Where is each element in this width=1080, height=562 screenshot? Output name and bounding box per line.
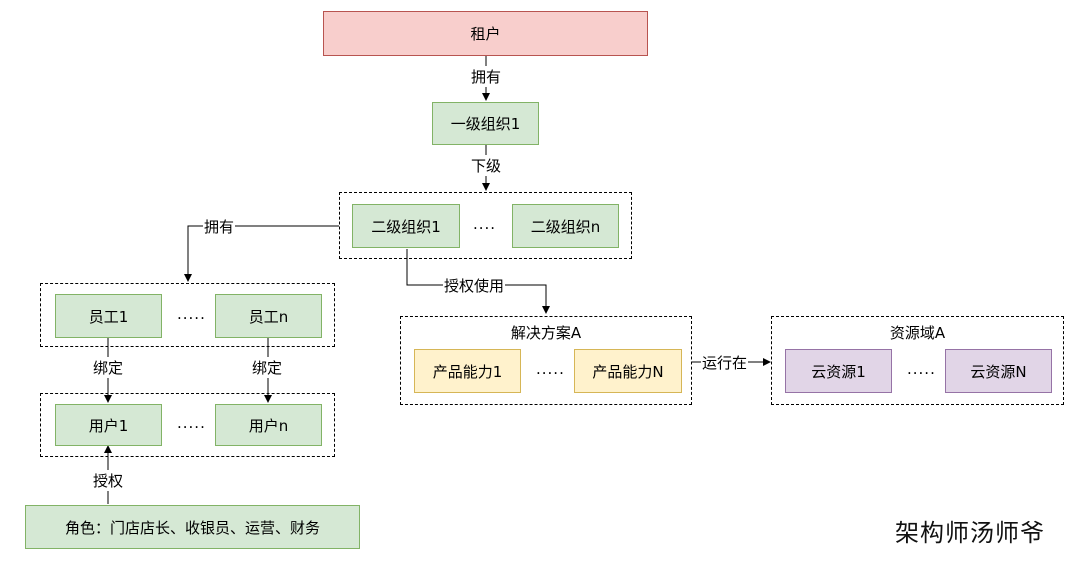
edge-label-owns-left: 拥有 <box>203 216 236 237</box>
edge-label-bind-2: 绑定 <box>251 357 284 378</box>
edge-label-sub: 下级 <box>470 155 503 176</box>
user-group <box>40 393 335 457</box>
org2-n-node: 二级组织n <box>512 204 619 248</box>
resource-ellipsis: ..... <box>907 360 936 378</box>
solution-group <box>400 316 692 405</box>
user-ellipsis: ..... <box>177 414 206 432</box>
org2-ellipsis: .... <box>473 215 497 233</box>
edge-label-bind-1: 绑定 <box>92 357 125 378</box>
edge-org2-to-employees <box>184 225 339 282</box>
solution-title: 解决方案A <box>510 324 582 342</box>
edge-label-runs-on: 运行在 <box>701 352 749 373</box>
employee-n-node: 员工n <box>215 294 322 338</box>
edge-label-authorize: 授权 <box>92 470 125 491</box>
role-node: 角色：门店店长、收银员、运营、财务 <box>25 505 360 549</box>
org2-group <box>339 192 632 259</box>
watermark-text: 架构师汤师爷 <box>895 519 1045 547</box>
org1-node: 一级组织1 <box>432 102 539 145</box>
capability-1-node: 产品能力1 <box>414 349 521 393</box>
employee-group <box>40 283 335 347</box>
employee-ellipsis: ..... <box>177 305 206 323</box>
edge-label-owns-top: 拥有 <box>470 66 503 87</box>
capability-n-node: 产品能力N <box>574 349 682 393</box>
user-1-node: 用户1 <box>55 404 162 446</box>
resource-n-node: 云资源N <box>945 349 1052 393</box>
tenant-node: 租户 <box>323 11 648 56</box>
resource-domain-group <box>771 316 1064 405</box>
capability-ellipsis: ..... <box>536 360 565 378</box>
org2-1-node: 二级组织1 <box>352 204 460 248</box>
resource-domain-title: 资源域A <box>889 324 946 342</box>
resource-1-node: 云资源1 <box>785 349 892 393</box>
employee-1-node: 员工1 <box>55 294 162 338</box>
edge-label-auth-use: 授权使用 <box>443 275 506 296</box>
user-n-node: 用户n <box>215 404 322 446</box>
